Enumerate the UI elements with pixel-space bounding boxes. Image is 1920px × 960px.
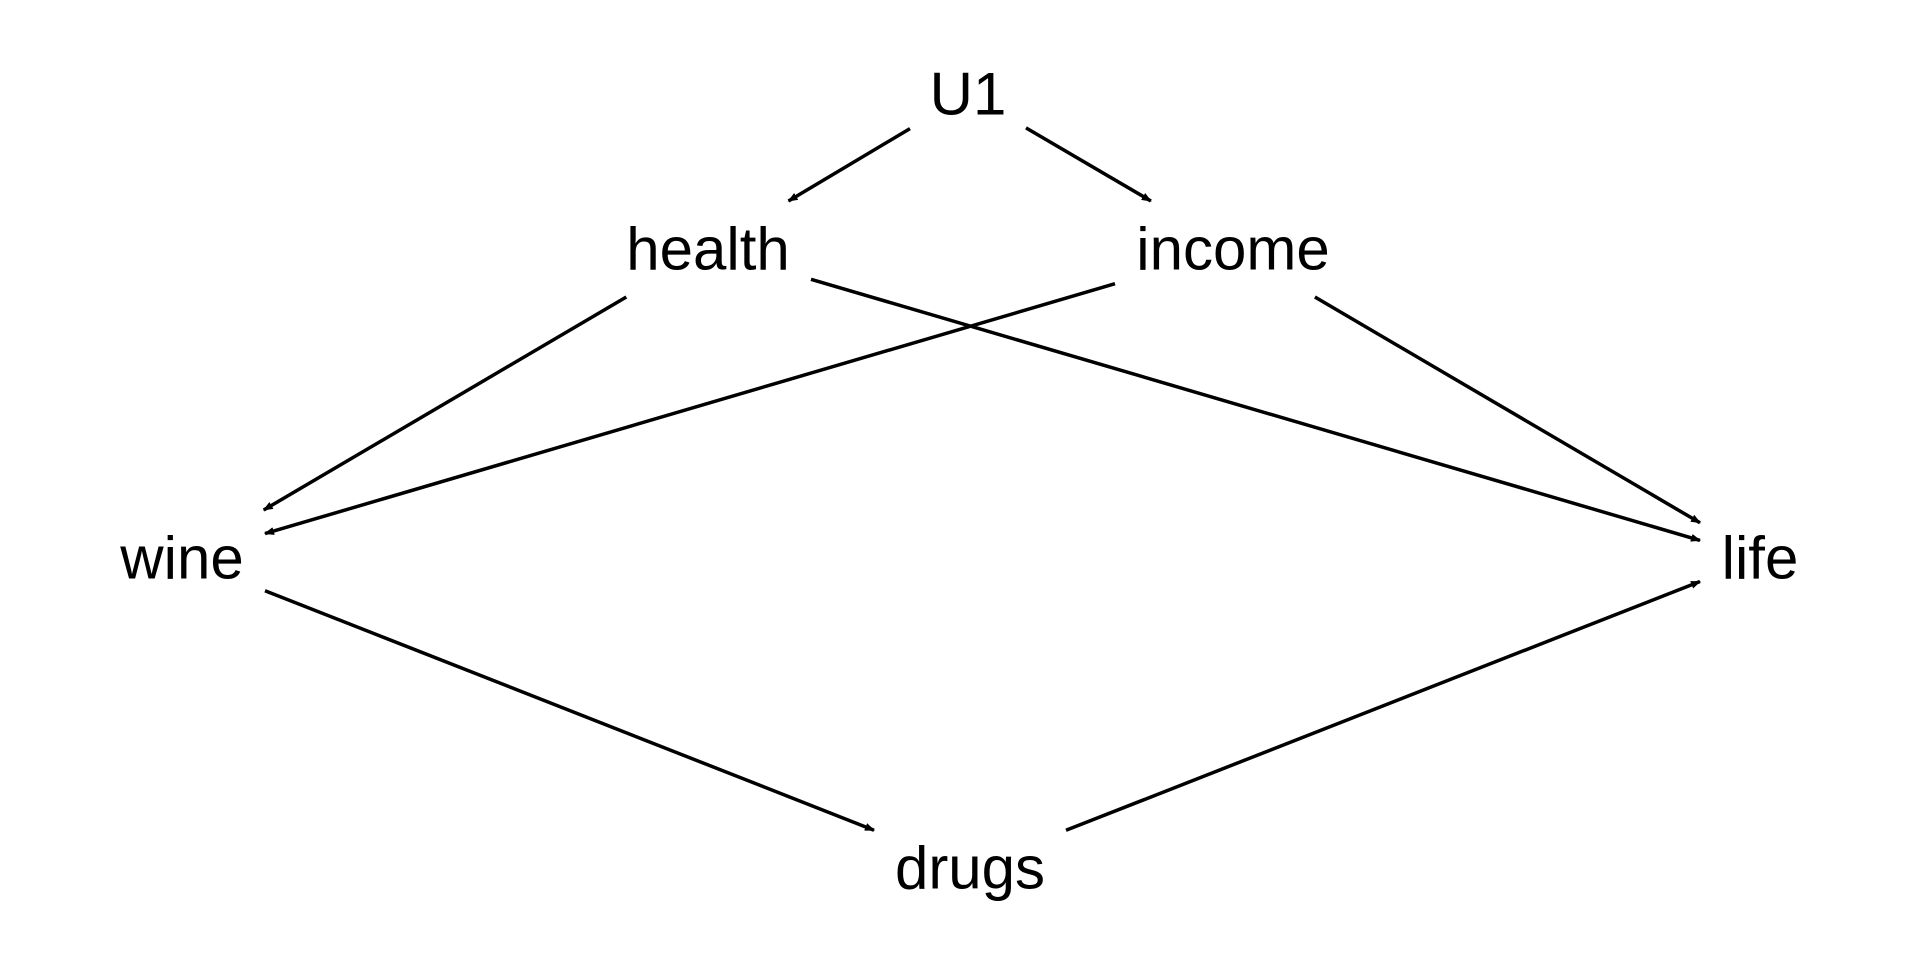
node-drugs: drugs — [895, 835, 1045, 902]
edge-health-to-life — [810, 277, 1701, 543]
edge-income-to-life — [1314, 295, 1701, 525]
edge-drugs-to-life — [1065, 579, 1701, 832]
nodes-layer: U1 health income wine life drugs — [119, 61, 1798, 902]
edge-U1-to-income — [1025, 126, 1152, 203]
node-health: health — [626, 216, 789, 283]
edge-health-to-wine — [262, 295, 628, 512]
node-life: life — [1722, 525, 1799, 592]
node-income: income — [1136, 216, 1329, 283]
edge-U1-to-health — [787, 127, 911, 203]
edges-layer — [262, 126, 1701, 832]
edge-wine-to-drugs — [264, 589, 875, 832]
node-U1: U1 — [930, 61, 1007, 128]
node-wine: wine — [119, 525, 243, 592]
edge-income-to-wine — [264, 282, 1116, 536]
